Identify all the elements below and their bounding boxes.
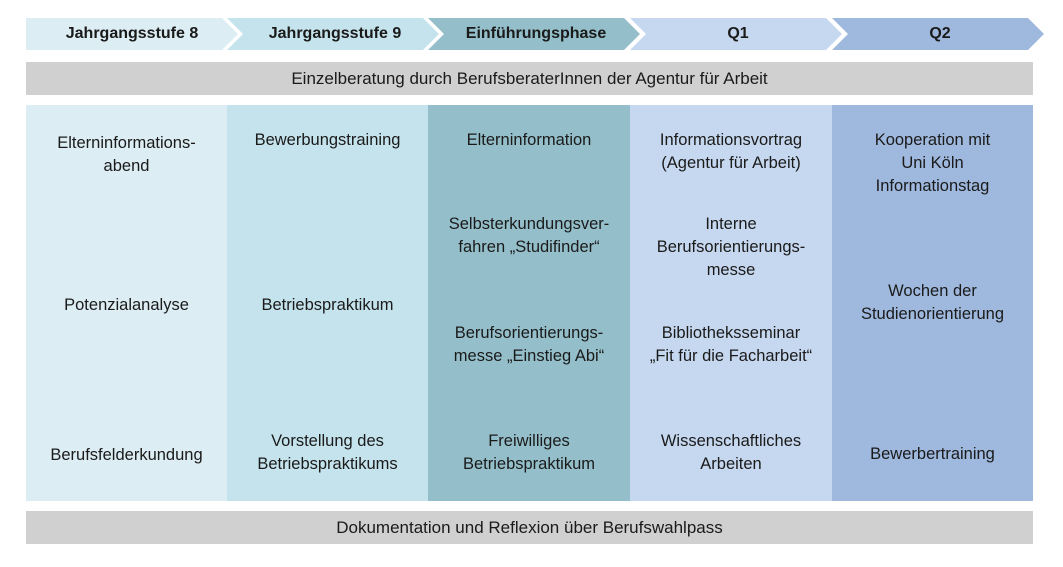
counseling-bar: Einzelberatung durch BerufsberaterInnen …: [26, 62, 1033, 95]
item-freiwilliges-praktikum: Freiwilliges Betriebspraktikum: [462, 432, 596, 473]
phase-chevron-q2: Q2: [832, 18, 1044, 50]
phase-chevron-q1: Q1: [630, 18, 842, 50]
item-betriebspraktikum: Betriebspraktikum: [261, 296, 394, 314]
phase-chevron-jgst8: Jahrgangsstufe 8: [26, 18, 238, 50]
phase-label: Jahrgangsstufe 9: [268, 25, 402, 42]
column-q1: Informationsvortrag (Agentur für Arbeit)…: [630, 105, 832, 501]
phase-label: Q1: [727, 25, 749, 42]
item-wissenschaftliches-arbeiten: Wissenschaftliches Arbeiten: [660, 432, 802, 473]
item-studifinder: Selbsterkundungsver- fahren „Studifinder…: [448, 215, 610, 256]
phase-chevron-ef: Einführungsphase: [428, 18, 640, 50]
phase-chevron-jgst9: Jahrgangsstufe 9: [227, 18, 439, 50]
item-kooperation-uni-koeln: Kooperation mit Uni Köln Informationstag: [874, 131, 991, 195]
phase-label: Einführungsphase: [465, 25, 607, 42]
item-informationsvortrag: Informationsvortrag (Agentur für Arbeit): [659, 131, 803, 172]
item-elterninformation: Elterninformation: [466, 131, 592, 149]
documentation-bar: Dokumentation und Reflexion über Berufsw…: [26, 511, 1033, 544]
counseling-bar-text: Einzelberatung durch BerufsberaterInnen …: [291, 68, 768, 88]
column-jgst8: Elterninformations- abend Potenzialanaly…: [26, 105, 227, 501]
item-bewerbungstraining: Bewerbungstraining: [254, 131, 401, 149]
phase-chevron-row: Jahrgangsstufe 8 Jahrgangsstufe 9 Einfüh…: [26, 18, 1044, 50]
item-studienorientierung: Wochen der Studienorientierung: [860, 282, 1005, 323]
item-potenzialanalyse: Potenzialanalyse: [64, 296, 189, 314]
column-einfuehrungsphase: Elterninformation Selbsterkundungsver- f…: [428, 105, 630, 501]
item-elterninformationsabend: Elterninformations- abend: [57, 134, 196, 175]
column-q2: Kooperation mit Uni Köln Informationstag…: [832, 105, 1033, 501]
item-berufsorientierungsmesse: Interne Berufsorientierungs- messe: [656, 215, 806, 279]
item-berufsfelderkundung: Berufsfelderkundung: [50, 446, 203, 464]
phase-label: Jahrgangsstufe 8: [65, 25, 199, 42]
item-vorstellung-betriebspraktikum: Vorstellung des Betriebspraktikums: [257, 432, 398, 473]
item-einstieg-abi: Berufsorientierungs- messe „Einstieg Abi…: [453, 324, 605, 365]
item-bewerbertraining: Bewerbertraining: [870, 445, 995, 463]
column-jgst9: Bewerbungstraining Betriebspraktikum Vor…: [227, 105, 428, 501]
phase-label: Q2: [929, 25, 951, 42]
item-bibliotheksseminar: Bibliotheksseminar „Fit für die Facharbe…: [649, 324, 813, 365]
documentation-bar-text: Dokumentation und Reflexion über Berufsw…: [336, 517, 723, 537]
